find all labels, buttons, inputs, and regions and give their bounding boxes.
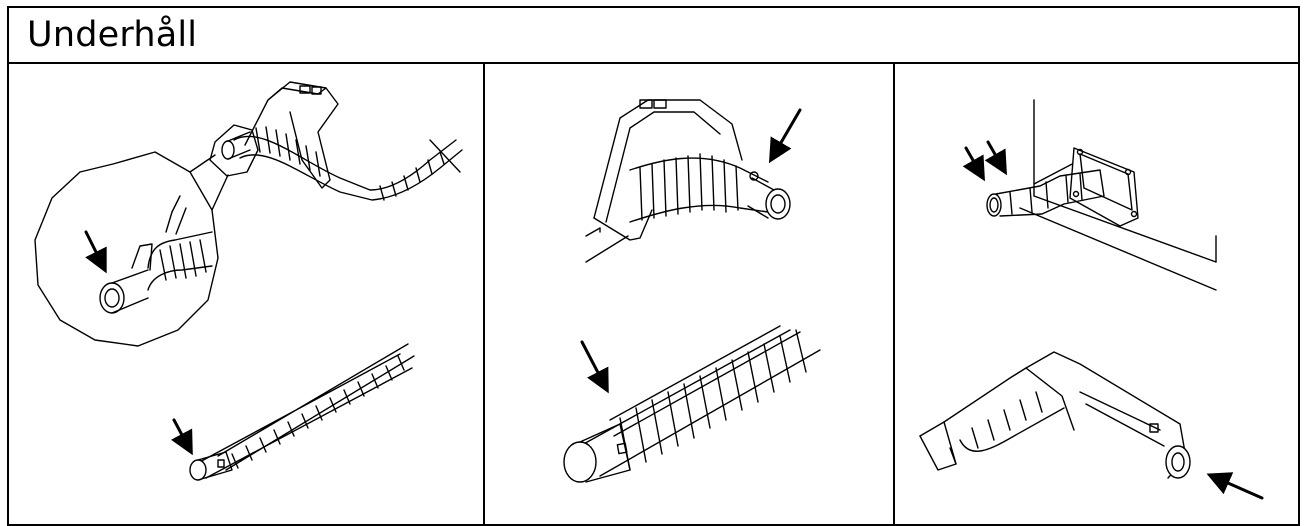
section-header: Underhåll: [9, 8, 1298, 64]
hose-handle-closeup-illustration: [564, 100, 820, 482]
panel-divider: [893, 64, 895, 524]
hose-handle-detail-magnified-illustration: [35, 82, 462, 480]
section-title: Underhåll: [27, 15, 198, 55]
hose-wall-connector-illustration: [920, 100, 1262, 498]
panel-divider: [483, 64, 485, 524]
